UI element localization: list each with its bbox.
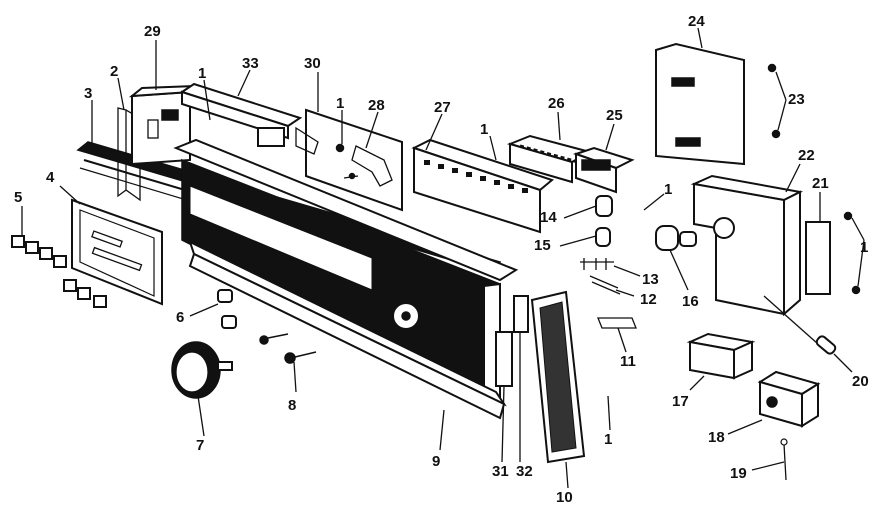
part-5-push-buttons bbox=[11, 235, 107, 308]
callout-3: 3 bbox=[84, 85, 92, 102]
part-7-knob bbox=[171, 341, 233, 399]
callout-9: 9 bbox=[432, 453, 440, 470]
callout-26: 26 bbox=[548, 95, 565, 112]
callout-16: 16 bbox=[682, 293, 699, 310]
callout-14: 14 bbox=[540, 209, 557, 226]
part-20-wire bbox=[763, 295, 837, 355]
part-13-connector bbox=[580, 258, 614, 270]
callout-32: 32 bbox=[516, 463, 533, 480]
callout-21: 21 bbox=[812, 175, 829, 192]
part-31-piece bbox=[495, 331, 513, 387]
part-17-block bbox=[686, 332, 756, 380]
callout-13: 13 bbox=[642, 271, 659, 288]
callout-25: 25 bbox=[606, 107, 623, 124]
part-21-bracket bbox=[805, 211, 861, 295]
part-24-cover bbox=[655, 42, 745, 166]
callout-1: 1 bbox=[664, 181, 672, 198]
callout-28: 28 bbox=[368, 97, 385, 114]
callout-24: 24 bbox=[688, 13, 705, 30]
part-25-module bbox=[572, 146, 635, 194]
callout-5: 5 bbox=[14, 189, 22, 206]
callout-33: 33 bbox=[242, 55, 259, 72]
part-23-screws bbox=[767, 63, 781, 139]
part-22-timer-box bbox=[690, 174, 804, 317]
callout-15: 15 bbox=[534, 237, 551, 254]
callout-1: 1 bbox=[480, 121, 488, 138]
callout-22: 22 bbox=[798, 147, 815, 164]
callout-17: 17 bbox=[672, 393, 689, 410]
part-27-switch-housing bbox=[411, 138, 555, 234]
callout-20: 20 bbox=[852, 373, 869, 390]
part-30-plate bbox=[295, 108, 403, 212]
part-28-clip bbox=[343, 145, 393, 187]
callout-labels: 29 33 30 1 1 28 27 1 26 25 24 23 22 21 1… bbox=[14, 13, 869, 506]
callout-10: 10 bbox=[556, 489, 573, 506]
main-control-panel bbox=[173, 138, 519, 404]
part-32-piece bbox=[513, 295, 529, 333]
part-12-wires bbox=[589, 275, 621, 295]
part-16-cylinder bbox=[655, 225, 697, 251]
part-6-caps bbox=[217, 289, 237, 329]
callout-4: 4 bbox=[46, 169, 55, 186]
part-10-grille bbox=[530, 290, 586, 464]
part-29-frame bbox=[128, 84, 199, 166]
part-11-terminal bbox=[597, 317, 637, 329]
callout-18: 18 bbox=[708, 429, 725, 446]
part-8-screws bbox=[259, 333, 317, 364]
part-4-bezel bbox=[71, 198, 163, 306]
callout-11: 11 bbox=[620, 353, 636, 370]
part-15-clip bbox=[595, 227, 611, 247]
callout-1: 1 bbox=[336, 95, 344, 112]
part-14-clip bbox=[595, 195, 613, 217]
callout-31: 31 bbox=[492, 463, 509, 480]
callout-1: 1 bbox=[604, 431, 612, 448]
callout-27: 27 bbox=[434, 99, 451, 116]
callout-30: 30 bbox=[304, 55, 321, 72]
callout-19: 19 bbox=[730, 465, 747, 482]
part-26-module bbox=[506, 134, 593, 184]
leader-lines bbox=[21, 27, 865, 489]
part-19-pin bbox=[780, 438, 788, 481]
callout-6: 6 bbox=[176, 309, 184, 326]
callout-8: 8 bbox=[288, 397, 296, 414]
callout-1: 1 bbox=[860, 239, 868, 256]
callout-7: 7 bbox=[196, 437, 204, 454]
callout-12: 12 bbox=[640, 291, 657, 308]
callout-2: 2 bbox=[110, 63, 118, 80]
callout-23: 23 bbox=[788, 91, 805, 108]
part-33-bar bbox=[179, 82, 303, 147]
callout-1: 1 bbox=[198, 65, 206, 82]
callout-29: 29 bbox=[144, 23, 161, 40]
part-18-block bbox=[757, 370, 821, 428]
